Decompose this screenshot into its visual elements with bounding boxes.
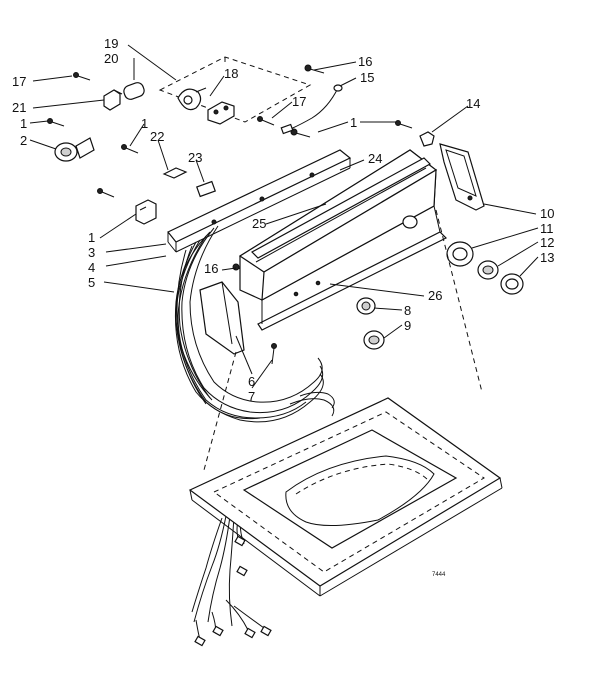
callout-18: 18 — [224, 66, 238, 81]
callout-1: 1 — [88, 230, 95, 245]
callout-22: 22 — [150, 129, 164, 144]
part-inset-bracket — [207, 101, 235, 125]
callout-3: 3 — [88, 245, 95, 260]
callout-8: 8 — [404, 303, 411, 318]
callout-5: 5 — [88, 275, 95, 290]
part-18-switch — [177, 87, 207, 111]
callout-4: 4 — [88, 260, 95, 275]
callout-1: 1 — [350, 115, 357, 130]
part-22-clip — [162, 167, 188, 179]
callout-26: 26 — [428, 288, 442, 303]
part-15-wire — [280, 84, 343, 135]
callout-19: 19 — [104, 36, 118, 51]
callout-1: 1 — [20, 116, 27, 131]
control-bracket — [167, 149, 352, 253]
callout-25: 25 — [252, 216, 266, 231]
callout-2: 2 — [20, 133, 27, 148]
lower-wires — [191, 515, 272, 647]
part-13-knob — [500, 273, 524, 295]
control-console — [238, 149, 448, 331]
callout-14: 14 — [466, 96, 480, 111]
figure-code: 7444 — [432, 572, 446, 578]
part-14-clip — [419, 131, 435, 147]
callout-labels: 19 20 18 17 21 1 2 1 22 23 16 15 17 1 14… — [12, 36, 554, 578]
callout-20: 20 — [104, 51, 118, 66]
callout-1: 1 — [141, 116, 148, 131]
wire-harness — [174, 225, 335, 423]
part-9-knob — [363, 330, 385, 350]
callout-10: 10 — [540, 206, 554, 221]
part-11-bezel — [446, 241, 474, 267]
callout-23: 23 — [188, 150, 202, 165]
callout-16: 16 — [358, 54, 372, 69]
part-2-timer-knob — [54, 137, 95, 162]
callout-12: 12 — [540, 235, 554, 250]
callout-15: 15 — [360, 70, 374, 85]
part-12-ring — [477, 260, 499, 280]
callout-13: 13 — [540, 250, 554, 265]
callout-11: 11 — [540, 221, 554, 236]
callout-17: 17 — [12, 74, 26, 89]
part-3-switch-bracket — [135, 199, 157, 225]
part-21-clip — [103, 89, 123, 111]
part-6-end-cap — [199, 281, 245, 355]
part-8-knob — [356, 297, 376, 315]
callout-16: 16 — [204, 261, 218, 276]
callout-17: 17 — [292, 94, 306, 109]
callout-6: 6 — [248, 374, 255, 389]
callout-21: 21 — [12, 100, 26, 115]
part-20-capacitor — [123, 82, 145, 100]
callout-7: 7 — [248, 389, 255, 404]
inset-box — [158, 56, 312, 123]
top-cover — [188, 209, 503, 597]
callout-24: 24 — [368, 151, 382, 166]
callout-9: 9 — [404, 318, 411, 333]
part-23-connector — [196, 180, 216, 198]
part-10-end-cap — [439, 143, 485, 211]
leader-lines — [29, 44, 539, 389]
